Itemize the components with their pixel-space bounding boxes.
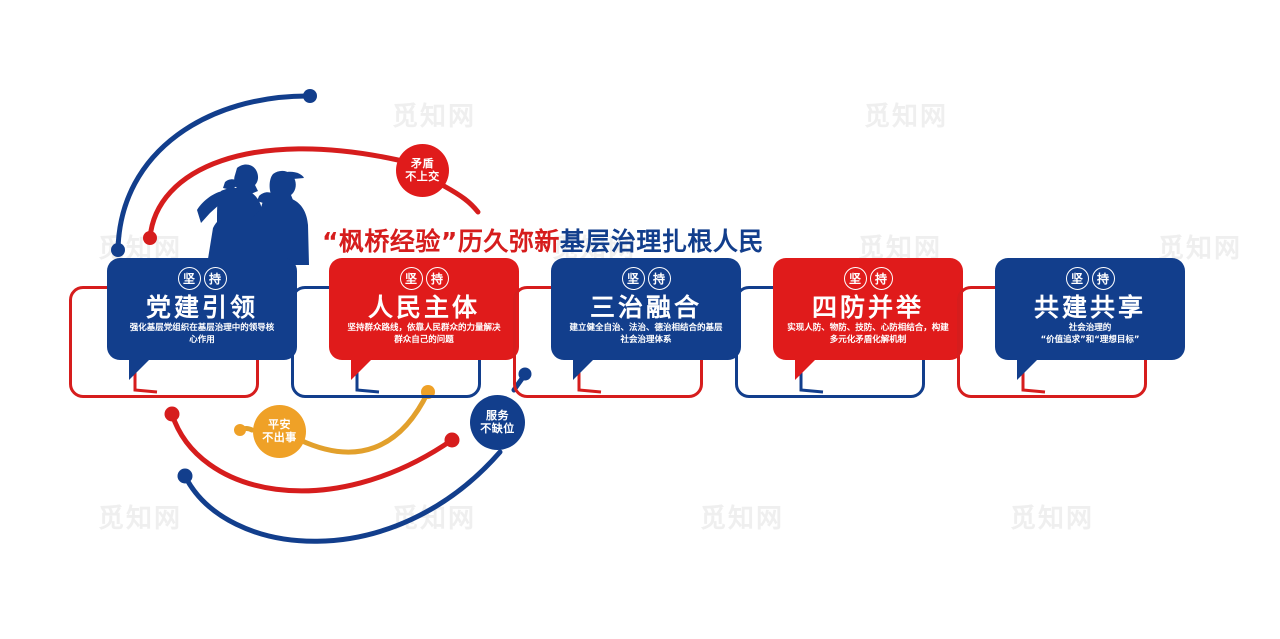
badge-conflict-line1: 矛盾 [411, 157, 434, 171]
card-5-tail [1017, 358, 1039, 380]
watermark: 觅知网 [700, 503, 785, 533]
card-4-desc-line2: 多元化矛盾化解机制 [829, 335, 907, 346]
badge-service-line2: 不缺位 [480, 421, 515, 435]
card-2-body[interactable]: 坚 持 人民主体 坚持群众路线，依靠人民群众的力量解决 群众自己的问题 [329, 258, 519, 380]
card-5-desc-line2: “价值追求”和“理想目标” [1040, 335, 1140, 346]
badge-safety-line1: 平安 [268, 418, 291, 432]
card-3-tail [573, 358, 595, 380]
page-title-blue: 基层治理扎根人民 [559, 227, 764, 256]
badge-conflict[interactable]: 矛盾 不上交 [396, 144, 449, 197]
card-1-desc-line2: 心作用 [189, 335, 215, 346]
card-5-desc: 社会治理的 “价值追求”和“理想目标” [1004, 322, 1176, 346]
card-4-title: 四防并举 [811, 293, 924, 322]
card-5[interactable]: 坚 持 共建共享 社会治理的 “价值追求”和“理想目标” [957, 258, 1185, 398]
keep-char-2: 持 [425, 267, 449, 290]
card-1-tail [129, 358, 151, 380]
badge-conflict-line2: 不上交 [405, 169, 440, 183]
card-4-desc-line1: 实现人防、物防、技防、心防相结合，构建 [787, 323, 949, 333]
keep-char-1: 坚 [399, 267, 423, 290]
keep-char-2: 持 [869, 267, 893, 290]
card-2-title: 人民主体 [367, 293, 480, 322]
saluting-figures-silhouette [197, 164, 309, 265]
card-4-desc: 实现人防、物防、技防、心防相结合，构建 多元化矛盾化解机制 [782, 322, 954, 346]
card-3-desc: 建立健全自治、法治、德治相结合的基层 社会治理体系 [560, 322, 732, 346]
card-4-keep-badge: 坚 持 [773, 267, 963, 290]
watermark: 觅知网 [864, 101, 949, 131]
card-1-desc: 强化基层党组织在基层治理中的领导核 心作用 [116, 322, 288, 346]
card-2-desc-line2: 群众自己的问题 [394, 335, 454, 346]
card-3-body[interactable]: 坚 持 三治融合 建立健全自治、法治、德治相结合的基层 社会治理体系 [551, 258, 741, 380]
card-3-desc-line2: 社会治理体系 [620, 335, 672, 346]
card-2-desc-line1: 坚持群众路线，依靠人民群众的力量解决 [347, 323, 501, 333]
card-5-keep-badge: 坚 持 [995, 267, 1185, 290]
keep-char-1: 坚 [1065, 267, 1089, 290]
watermark: 觅知网 [98, 503, 183, 533]
card-1-title: 党建引领 [145, 293, 258, 322]
card-1-desc-line1: 强化基层党组织在基层治理中的领导核 [129, 323, 275, 333]
keep-char-1: 坚 [177, 267, 201, 290]
keep-char-1: 坚 [621, 267, 645, 290]
keep-char-2: 持 [203, 267, 227, 290]
page-title: “枫桥经验”历久弥新基层治理扎根人民 [322, 222, 764, 258]
card-4-body[interactable]: 坚 持 四防并举 实现人防、物防、技防、心防相结合，构建 多元化矛盾化解机制 [773, 258, 963, 380]
card-4-tail [795, 358, 817, 380]
watermark: 觅知网 [392, 101, 477, 131]
keep-char-2: 持 [1091, 267, 1115, 290]
card-5-title: 共建共享 [1033, 293, 1146, 322]
card-2-desc: 坚持群众路线，依靠人民群众的力量解决 群众自己的问题 [338, 322, 510, 346]
card-1[interactable]: 坚 持 党建引领 强化基层党组织在基层治理中的领导核 心作用 [69, 258, 297, 398]
card-5-body[interactable]: 坚 持 共建共享 社会治理的 “价值追求”和“理想目标” [995, 258, 1185, 380]
watermark: 觅知网 [1010, 503, 1095, 533]
card-3-keep-badge: 坚 持 [551, 267, 741, 290]
card-1-keep-badge: 坚 持 [107, 267, 297, 290]
badge-safety[interactable]: 平安 不出事 [253, 405, 306, 458]
page-title-red: “枫桥经验”历久弥新 [322, 227, 560, 256]
card-3-title: 三治融合 [589, 293, 702, 322]
badge-service[interactable]: 服务 不缺位 [470, 395, 525, 450]
card-1-body[interactable]: 坚 持 党建引领 强化基层党组织在基层治理中的领导核 心作用 [107, 258, 297, 380]
card-3[interactable]: 坚 持 三治融合 建立健全自治、法治、德治相结合的基层 社会治理体系 [513, 258, 741, 398]
card-5-desc-line1: 社会治理的 [1068, 323, 1112, 333]
card-3-desc-line1: 建立健全自治、法治、德治相结合的基层 [569, 323, 723, 333]
card-4[interactable]: 坚 持 四防并举 实现人防、物防、技防、心防相结合，构建 多元化矛盾化解机制 [735, 258, 963, 398]
badge-service-line1: 服务 [486, 409, 509, 423]
badge-safety-line2: 不出事 [262, 430, 297, 444]
card-2-tail [351, 358, 373, 380]
card-2[interactable]: 坚 持 人民主体 坚持群众路线，依靠人民群众的力量解决 群众自己的问题 [291, 258, 519, 398]
keep-char-1: 坚 [843, 267, 867, 290]
card-2-keep-badge: 坚 持 [329, 267, 519, 290]
keep-char-2: 持 [647, 267, 671, 290]
